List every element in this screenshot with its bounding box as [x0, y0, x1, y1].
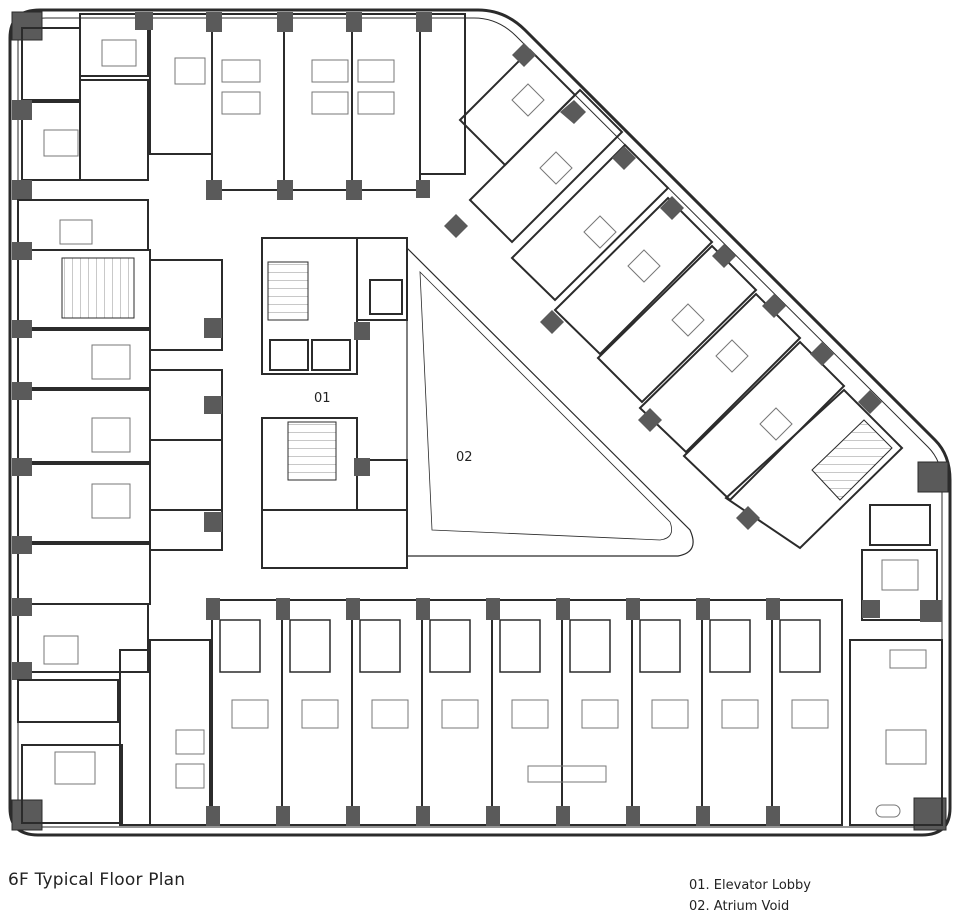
legend-item-atrium-void: 02. Atrium Void	[689, 899, 790, 914]
floor-plan-drawing: 01 02	[8, 8, 952, 837]
zone-label-atrium-void: 02	[456, 450, 473, 465]
diagonal-wing-beds	[511, 83, 793, 441]
core-stair-south	[287, 421, 337, 481]
south-wing-beds	[231, 699, 829, 783]
atrium-void	[406, 246, 694, 557]
south-wing-bathrooms	[219, 619, 821, 673]
diagonal-wing-columns	[444, 43, 882, 530]
top-wing-columns	[12, 12, 432, 200]
west-stair	[61, 257, 135, 319]
core-columns	[354, 322, 370, 476]
top-wing-beds	[43, 39, 395, 157]
west-wing-rooms	[17, 199, 223, 673]
southwest-beds	[54, 729, 205, 789]
core-stair-north	[267, 261, 309, 321]
east-suite	[849, 504, 943, 826]
west-wing-columns	[12, 242, 222, 680]
south-wing-columns	[206, 598, 780, 826]
plan-legend: 01. Elevator Lobby 02. Atrium Void	[689, 875, 811, 917]
diagonal-wing-rooms	[458, 48, 904, 550]
top-wing-rooms	[21, 13, 466, 191]
east-suite-columns	[862, 600, 942, 622]
plan-title: 6F Typical Floor Plan	[8, 870, 186, 890]
west-wing-beds	[43, 219, 131, 665]
southwest-rooms	[17, 639, 211, 826]
northeast-stair	[811, 419, 893, 501]
legend-item-elevator-lobby: 01. Elevator Lobby	[689, 878, 811, 893]
south-wing-rooms	[211, 599, 843, 826]
east-suite-furniture	[875, 559, 927, 818]
central-core	[261, 237, 408, 569]
zone-label-elevator-lobby: 01	[314, 391, 331, 406]
corner-columns	[11, 11, 949, 831]
